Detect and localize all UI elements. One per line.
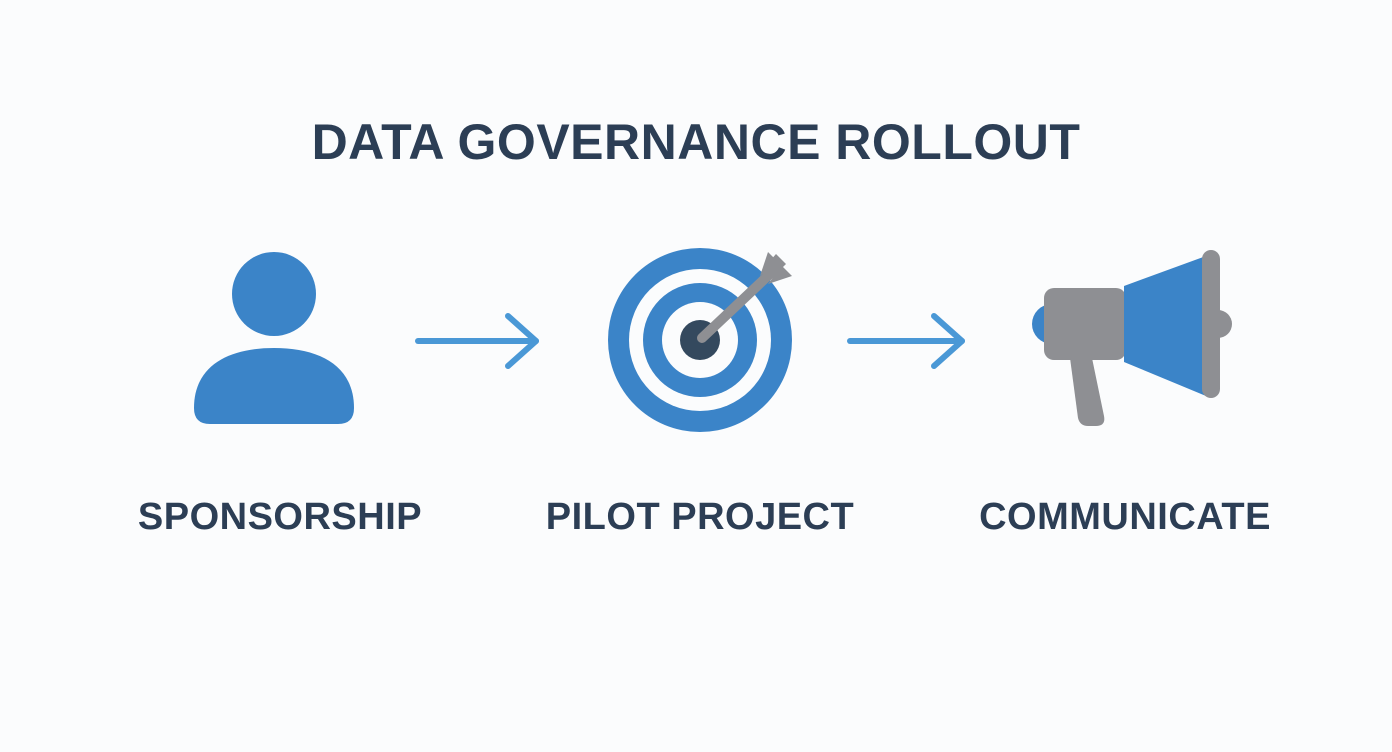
- target-icon: [608, 248, 792, 432]
- megaphone-handle: [1070, 358, 1105, 426]
- megaphone-rim: [1202, 250, 1220, 398]
- person-body: [194, 348, 354, 424]
- arrow-right-icon: [847, 313, 965, 369]
- person-icon: [194, 252, 354, 424]
- megaphone-icon: [1032, 250, 1232, 426]
- step-label-communicate: COMMUNICATE: [979, 496, 1271, 538]
- person-head: [232, 252, 316, 336]
- diagram-title: DATA GOVERNANCE ROLLOUT: [311, 114, 1081, 170]
- arrow-right-icon: [415, 313, 539, 369]
- megaphone-horn: [1124, 256, 1206, 396]
- dart-icon: [697, 252, 792, 343]
- step-label-sponsorship: SPONSORSHIP: [137, 496, 423, 538]
- megaphone-body: [1044, 288, 1126, 360]
- step-label-pilot-project: PILOT PROJECT: [545, 496, 855, 538]
